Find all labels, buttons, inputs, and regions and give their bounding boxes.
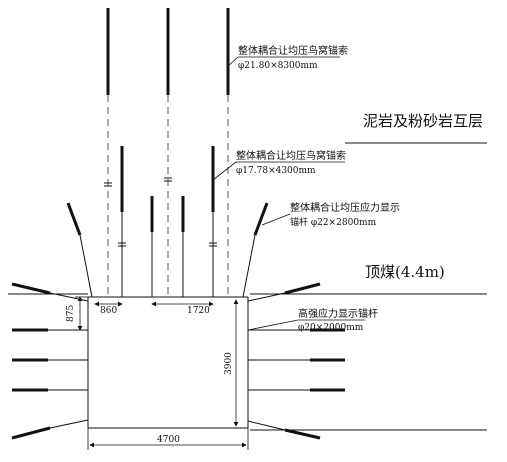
- short-cable-label: 整体耦合让均压鸟窝锚索: [236, 149, 346, 162]
- long-anchor-cables: [104, 8, 230, 297]
- roof-bolts: [150, 196, 185, 297]
- long-cable-label: 整体耦合让均压鸟窝锚索: [238, 44, 348, 57]
- dim-height: 3900: [224, 352, 234, 375]
- dimension-lines: [75, 296, 249, 450]
- roadway-outline: [87, 296, 249, 429]
- corner-bolts: [66, 202, 269, 298]
- dim-top-offset: 875: [66, 305, 76, 322]
- strata-mudstone-label: 泥岩及粉砂岩互层: [363, 112, 483, 130]
- left-rib-bolts: [11, 282, 89, 440]
- strata-coal-label: 顶煤(4.4m): [365, 263, 445, 281]
- roof-bolt-label: 整体耦合让均压应力显示: [290, 201, 400, 214]
- dim-width: 4700: [157, 435, 180, 445]
- side-bolt-label: 高强应力显示锚杆: [298, 307, 378, 320]
- long-cable-spec: φ21.80×8300mm: [238, 61, 318, 71]
- dim-cable-spacing: 860: [100, 306, 117, 316]
- short-anchor-cables: [118, 146, 217, 297]
- leader-lines: [212, 56, 365, 331]
- roof-bolt-spec: 锚杆 φ22×2800mm: [290, 216, 377, 228]
- dim-roof-spacing: 1720: [187, 306, 210, 316]
- side-bolt-spec: φ20×2000mm: [298, 323, 364, 333]
- short-cable-spec: φ17.78×4300mm: [236, 166, 316, 176]
- right-rib-bolts: [247, 282, 345, 440]
